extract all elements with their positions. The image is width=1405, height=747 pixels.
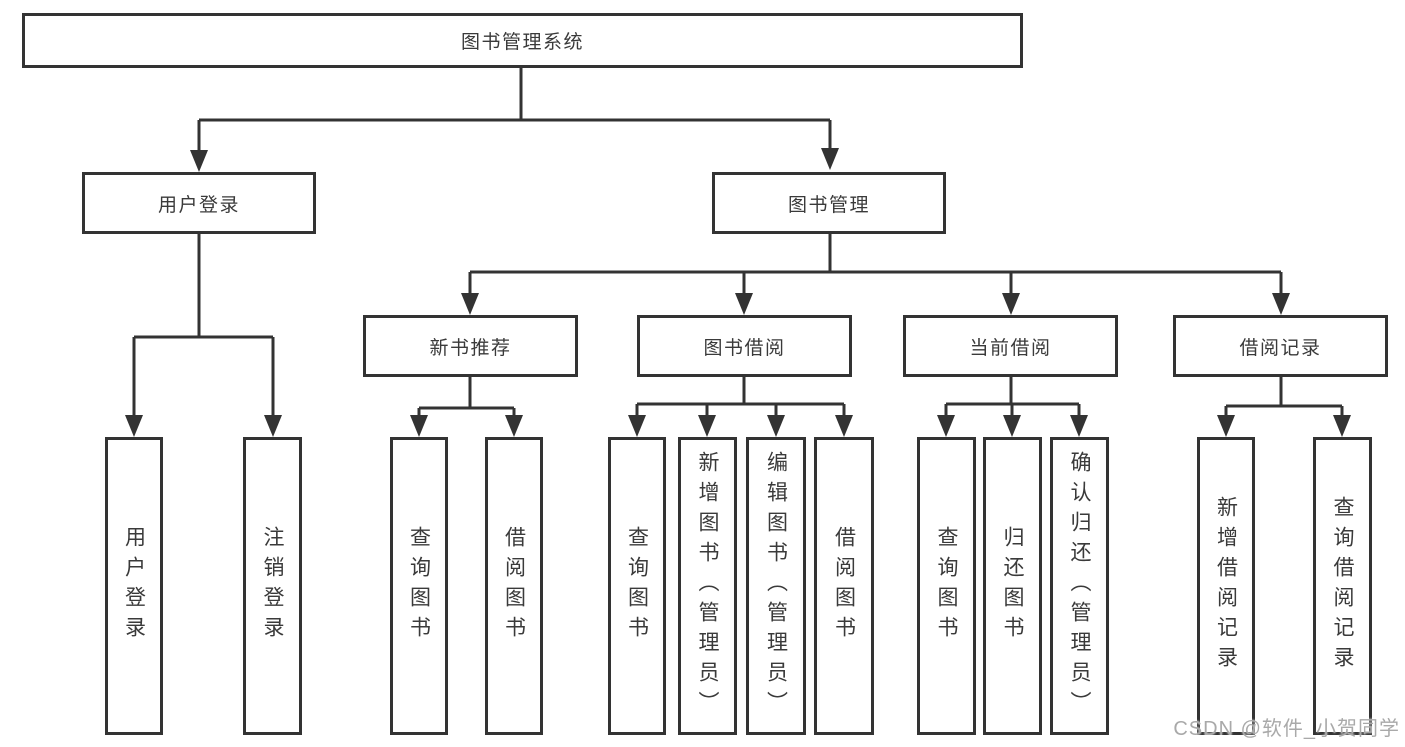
arrowheads-book-borrow-children	[628, 415, 853, 437]
leaf-query-borrow-record: 查询借阅记录	[1313, 437, 1372, 735]
leaf-borrow-books-2: 借阅图书	[814, 437, 874, 735]
leaf-query-books-2: 查询图书	[608, 437, 666, 735]
leaf-user-login-label: 用户登录	[122, 526, 146, 646]
leaf-add-book-admin: 新增图书（管理员）	[678, 437, 737, 735]
node-current-borrow: 当前借阅	[903, 315, 1118, 377]
node-book-management: 图书管理	[712, 172, 946, 234]
leaf-edit-book-admin: 编辑图书（管理员）	[746, 437, 806, 735]
leaf-return-book: 归还图书	[983, 437, 1042, 735]
node-borrow-records-label: 借阅记录	[1239, 337, 1322, 359]
arrowheads-user-login-children	[125, 415, 282, 437]
node-current-borrow-label: 当前借阅	[969, 337, 1052, 359]
node-book-management-label: 图书管理	[787, 194, 870, 216]
leaf-query-books-2-label: 查询图书	[625, 526, 649, 646]
leaf-return-book-label: 归还图书	[1001, 526, 1024, 646]
leaf-add-borrow-record: 新增借阅记录	[1197, 437, 1255, 735]
node-borrow-records: 借阅记录	[1173, 315, 1388, 377]
node-root: 图书管理系统	[22, 13, 1023, 68]
connector-user-login-children	[132, 234, 275, 417]
watermark: CSDN @软件_小贺同学	[1173, 718, 1400, 740]
node-user-login-label: 用户登录	[157, 194, 240, 216]
leaf-borrow-books-1: 借阅图书	[485, 437, 543, 735]
node-root-label: 图书管理系统	[460, 32, 584, 53]
leaf-logout: 注销登录	[243, 437, 302, 735]
leaf-user-login: 用户登录	[105, 437, 163, 735]
leaf-add-borrow-record-label: 新增借阅记录	[1214, 496, 1238, 676]
arrowheads-borrow-record-children	[1217, 415, 1351, 437]
node-new-book-recommend-label: 新书推荐	[429, 337, 512, 359]
leaf-query-books-3: 查询图书	[917, 437, 976, 735]
connector-borrow-record-children	[1224, 377, 1344, 417]
connector-new-book-children	[417, 377, 516, 417]
leaf-query-books-1: 查询图书	[390, 437, 448, 735]
leaf-edit-book-admin-label: 编辑图书（管理员）	[764, 451, 788, 721]
connector-book-management-children	[468, 234, 1283, 295]
leaf-query-books-1-label: 查询图书	[407, 526, 431, 646]
node-user-login: 用户登录	[82, 172, 316, 234]
leaf-borrow-books-2-label: 借阅图书	[832, 526, 856, 646]
connector-current-borrow-children	[944, 377, 1081, 417]
leaf-add-book-admin-label: 新增图书（管理员）	[696, 451, 719, 721]
arrowheads-current-borrow-children	[937, 415, 1088, 437]
node-book-borrow: 图书借阅	[637, 315, 852, 377]
leaf-logout-label: 注销登录	[261, 526, 284, 646]
node-new-book-recommend: 新书推荐	[363, 315, 578, 377]
arrowheads-level3	[461, 293, 1290, 315]
connector-root-to-level2	[197, 68, 832, 152]
connector-book-borrow-children	[635, 377, 846, 417]
arrowheads-level2	[190, 148, 839, 172]
leaf-query-borrow-record-label: 查询借阅记录	[1331, 496, 1354, 676]
leaf-confirm-return-admin: 确认归还（管理员）	[1050, 437, 1109, 735]
leaf-borrow-books-1-label: 借阅图书	[502, 526, 526, 646]
leaf-confirm-return-admin-label: 确认归还（管理员）	[1068, 451, 1091, 721]
arrowheads-new-book-children	[410, 415, 523, 437]
leaf-query-books-3-label: 查询图书	[935, 526, 958, 646]
node-book-borrow-label: 图书借阅	[703, 337, 786, 359]
